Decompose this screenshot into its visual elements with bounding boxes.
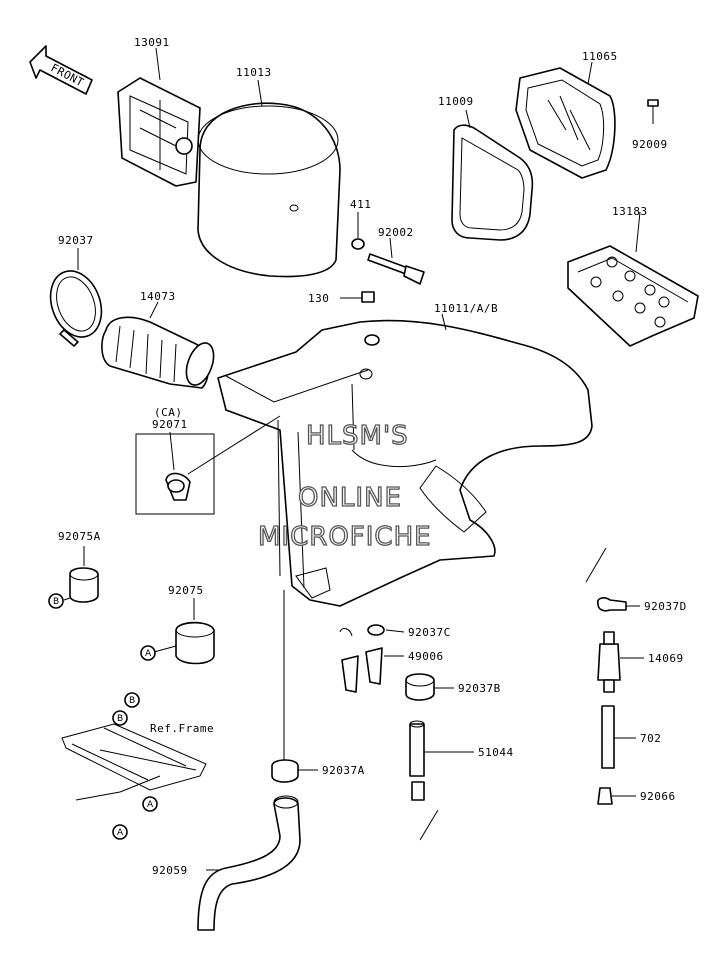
marker-b-2 (124, 692, 140, 708)
callout-702: 702 (640, 732, 661, 745)
marker-a-1-label: A (145, 649, 152, 659)
part-92071-box: (CA) 92071 (135, 406, 281, 515)
callout-51044: 51044 (478, 746, 514, 759)
frame-reference: Ref.Frame B B A A (61, 692, 214, 840)
watermark-line-1: HLSM'S (306, 421, 409, 451)
callout-13091: 13091 (134, 36, 170, 49)
marker-b-3-label: B (117, 714, 123, 724)
callout-92075A: 92075A (58, 530, 101, 543)
marker-a-3 (112, 824, 128, 840)
callout-11013: 11013 (236, 66, 272, 79)
callout-13183: 13183 (612, 205, 648, 218)
part-411: 411 (350, 198, 371, 250)
callout-92002: 92002 (378, 226, 414, 239)
part-11011-airbox: 11011/A/B (217, 302, 593, 607)
part-92066: 92066 (597, 787, 676, 805)
part-14073: 14073 (101, 290, 215, 389)
marker-a-2 (142, 796, 158, 812)
callout-92071: 92071 (152, 418, 188, 431)
part-92075A: B 92075A (48, 530, 101, 609)
part-92037B: 92037B (405, 673, 501, 701)
callout-14069: 14069 (648, 652, 684, 665)
watermark-line-3: MICROFICHE (258, 522, 432, 552)
callout-ca: (CA) (154, 406, 183, 419)
callout-11065: 11065 (582, 50, 618, 63)
callout-11011: 11011/A/B (434, 302, 498, 315)
part-92037: 92037 (49, 234, 103, 347)
part-11013: 11013 (197, 66, 341, 278)
marker-b-2-label: B (129, 696, 135, 706)
part-702: 702 (601, 705, 661, 769)
marker-a-3-label: A (117, 828, 124, 838)
marker-b-3 (112, 710, 128, 726)
part-51044: 51044 (409, 720, 514, 841)
part-92075: A 92075 (140, 584, 215, 665)
watermark-line-2: ONLINE (298, 483, 402, 513)
watermark: HLSM'S ONLINE MICROFICHE (257, 420, 432, 552)
part-92009: 92009 (632, 99, 668, 151)
marker-a-1 (140, 645, 156, 661)
callout-ref-frame: Ref.Frame (150, 722, 214, 735)
part-92037D: 92037D (585, 547, 687, 613)
callout-92037D: 92037D (644, 600, 687, 613)
part-14069: 14069 (597, 631, 684, 693)
front-arrow: FRONT (29, 45, 93, 95)
callout-92066: 92066 (640, 790, 676, 803)
marker-a-2-label: A (147, 800, 154, 810)
marker-b-1 (48, 593, 64, 609)
part-49006: 49006 (341, 647, 444, 693)
part-13091: 13091 (117, 36, 201, 187)
part-92059: 92059 (152, 795, 301, 931)
callout-92037: 92037 (58, 234, 94, 247)
callout-92037A: 92037A (322, 764, 365, 777)
callout-49006: 49006 (408, 650, 444, 663)
marker-b-1-label: B (53, 597, 59, 607)
part-130: 130 (308, 291, 375, 305)
part-13183: 13183 (567, 205, 699, 347)
callout-92009: 92009 (632, 138, 668, 151)
callout-411: 411 (350, 198, 371, 211)
callout-92037C: 92037C (408, 626, 451, 639)
part-92037C: 92037C (339, 624, 451, 639)
part-11065: 11065 (515, 50, 618, 179)
callout-14073: 14073 (140, 290, 176, 303)
callout-130: 130 (308, 292, 329, 305)
part-92037A: 92037A (271, 590, 365, 783)
part-92002: 92002 (367, 226, 425, 285)
callout-92075: 92075 (168, 584, 204, 597)
part-11009: 11009 (438, 95, 534, 241)
callout-92037B: 92037B (458, 682, 501, 695)
callout-92059: 92059 (152, 864, 188, 877)
callout-11009: 11009 (438, 95, 474, 108)
